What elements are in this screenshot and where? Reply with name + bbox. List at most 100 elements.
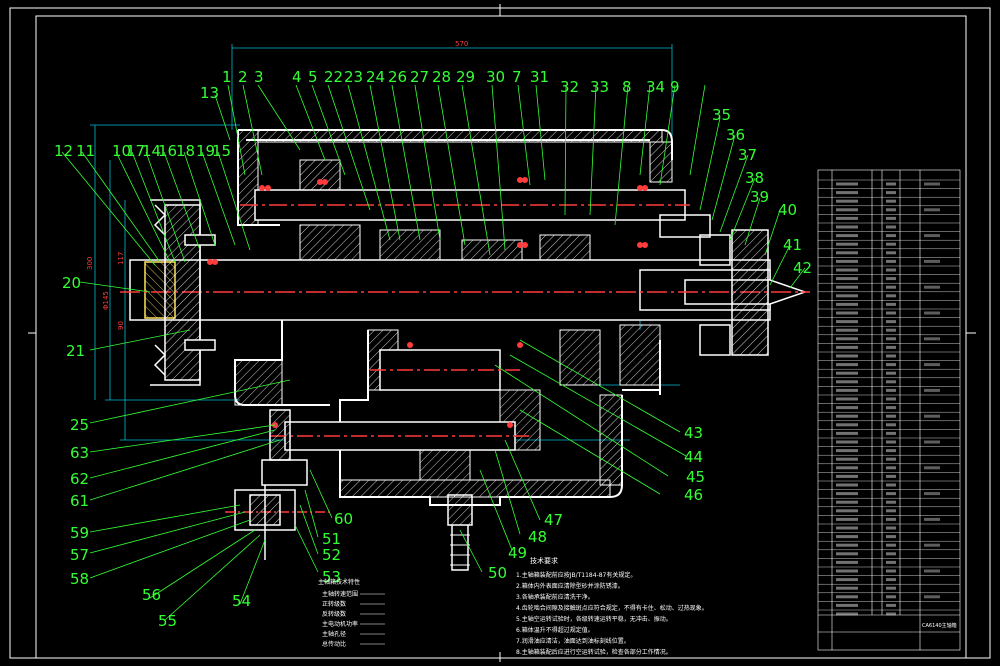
part-number-37: 37 bbox=[738, 146, 757, 164]
tech-req-line: 6.箱体温升不得超过规定值。 bbox=[516, 626, 594, 634]
bom-entry bbox=[836, 354, 858, 358]
bom-entry bbox=[924, 595, 940, 599]
tech-requirements: 1.主轴箱装配前应按JB/T1184-87有关规定。2.箱体内外表面应清除型砂并… bbox=[516, 571, 708, 656]
bom-entry bbox=[836, 586, 858, 590]
bom-entry bbox=[836, 543, 858, 547]
bom-entry bbox=[924, 234, 940, 238]
tech-req-line: 5.主轴空运转试验时，各级转速运转平稳，无冲击、振动。 bbox=[516, 615, 672, 623]
part-number-28: 28 bbox=[432, 68, 451, 86]
bom-entry bbox=[836, 552, 858, 556]
bom-entry bbox=[836, 612, 858, 616]
bom-entry bbox=[836, 431, 858, 435]
bom-entry bbox=[836, 603, 858, 607]
bom-entry bbox=[886, 216, 896, 220]
bom-entry bbox=[886, 466, 896, 470]
bom-entry bbox=[836, 182, 858, 186]
bom-entry bbox=[886, 569, 896, 573]
dimension-117: 117 bbox=[117, 252, 125, 265]
bom-entry bbox=[836, 406, 858, 410]
part-number-19: 19 bbox=[196, 142, 215, 160]
bom-entry bbox=[886, 354, 896, 358]
part-number-14: 14 bbox=[142, 142, 161, 160]
bom-entry bbox=[886, 526, 896, 530]
part-number-13: 13 bbox=[200, 84, 219, 102]
bom-entry bbox=[886, 492, 896, 496]
part-number-7: 7 bbox=[512, 68, 522, 86]
tech-req-title: 技术要求 bbox=[530, 556, 558, 565]
part-number-2: 2 bbox=[238, 68, 248, 86]
bom-entry bbox=[924, 337, 940, 341]
oil-drain-plug bbox=[447, 494, 473, 571]
part-number-51: 51 bbox=[322, 530, 341, 548]
tech-req-line: 3.各轴承装配前应清洗干净。 bbox=[516, 593, 594, 601]
leader-lines bbox=[61, 84, 806, 621]
part-number-52: 52 bbox=[322, 546, 341, 564]
bom-entry bbox=[886, 251, 896, 255]
bom-entry bbox=[836, 345, 858, 349]
bom-entry bbox=[886, 242, 896, 246]
bom-entry bbox=[836, 380, 858, 384]
part-number-48: 48 bbox=[528, 528, 547, 546]
part-number-42: 42 bbox=[793, 259, 812, 277]
bom-entry bbox=[924, 569, 940, 573]
bom-entry bbox=[924, 466, 940, 470]
pulley bbox=[150, 199, 216, 386]
bom-entry bbox=[836, 208, 858, 212]
bom-entry bbox=[886, 440, 896, 444]
bom-entry bbox=[924, 208, 940, 212]
part-number-23: 23 bbox=[344, 68, 363, 86]
part-number-10: 10 bbox=[112, 142, 131, 160]
part-number-40: 40 bbox=[778, 201, 797, 219]
bom-entry bbox=[836, 474, 858, 478]
bom-entry bbox=[886, 337, 896, 341]
bom-entry bbox=[886, 457, 896, 461]
part-number-22: 22 bbox=[324, 68, 343, 86]
bom-entry bbox=[836, 225, 858, 229]
bom-entry bbox=[886, 517, 896, 521]
bom-entry bbox=[886, 294, 896, 298]
sheet-frame bbox=[9, 4, 991, 662]
bom-entry bbox=[836, 285, 858, 289]
bom-entry bbox=[836, 191, 858, 195]
lower-shaft bbox=[269, 349, 530, 461]
bom-entry bbox=[886, 483, 896, 487]
bom-entry bbox=[886, 234, 896, 238]
bom-entry bbox=[886, 388, 896, 392]
dimension-phi145: Φ145 bbox=[102, 291, 110, 310]
part-number-57: 57 bbox=[70, 546, 89, 564]
bom-entry bbox=[836, 328, 858, 332]
part-number-4: 4 bbox=[292, 68, 302, 86]
part-number-59: 59 bbox=[70, 524, 89, 542]
bom-entry bbox=[886, 285, 896, 289]
part-number-32: 32 bbox=[560, 78, 579, 96]
bom-entry bbox=[886, 277, 896, 281]
spec-notes-title: 主轴箱技术特性 bbox=[318, 578, 360, 586]
bom-entry bbox=[836, 440, 858, 444]
part-number-9: 9 bbox=[670, 78, 680, 96]
main-spindle bbox=[120, 259, 810, 321]
bom-entry bbox=[924, 259, 940, 263]
part-number-45: 45 bbox=[686, 468, 705, 486]
bom-entry bbox=[924, 543, 940, 547]
bom-entry bbox=[924, 285, 940, 289]
bom-entry bbox=[836, 242, 858, 246]
bom-entry bbox=[836, 277, 858, 281]
bom-entry bbox=[836, 449, 858, 453]
bom-entry bbox=[836, 509, 858, 513]
bom-entry bbox=[886, 552, 896, 556]
bom-entry bbox=[886, 371, 896, 375]
bom-entry bbox=[886, 595, 896, 599]
part-number-55: 55 bbox=[158, 612, 177, 630]
lever-assembly bbox=[225, 459, 330, 560]
bom-entry bbox=[924, 182, 940, 186]
upper-shaft bbox=[240, 189, 690, 221]
part-number-53: 53 bbox=[322, 568, 341, 586]
tech-req-line: 8.主轴箱装配后应进行空运转试验，检查各部分工作情况。 bbox=[516, 648, 672, 656]
bom-entry bbox=[886, 268, 896, 272]
bom-entry bbox=[886, 311, 896, 315]
bom-entry bbox=[924, 388, 940, 392]
bom-entry bbox=[886, 423, 896, 427]
part-number-63: 63 bbox=[70, 444, 89, 462]
spindle-nose bbox=[659, 214, 769, 356]
bom-entry bbox=[836, 560, 858, 564]
